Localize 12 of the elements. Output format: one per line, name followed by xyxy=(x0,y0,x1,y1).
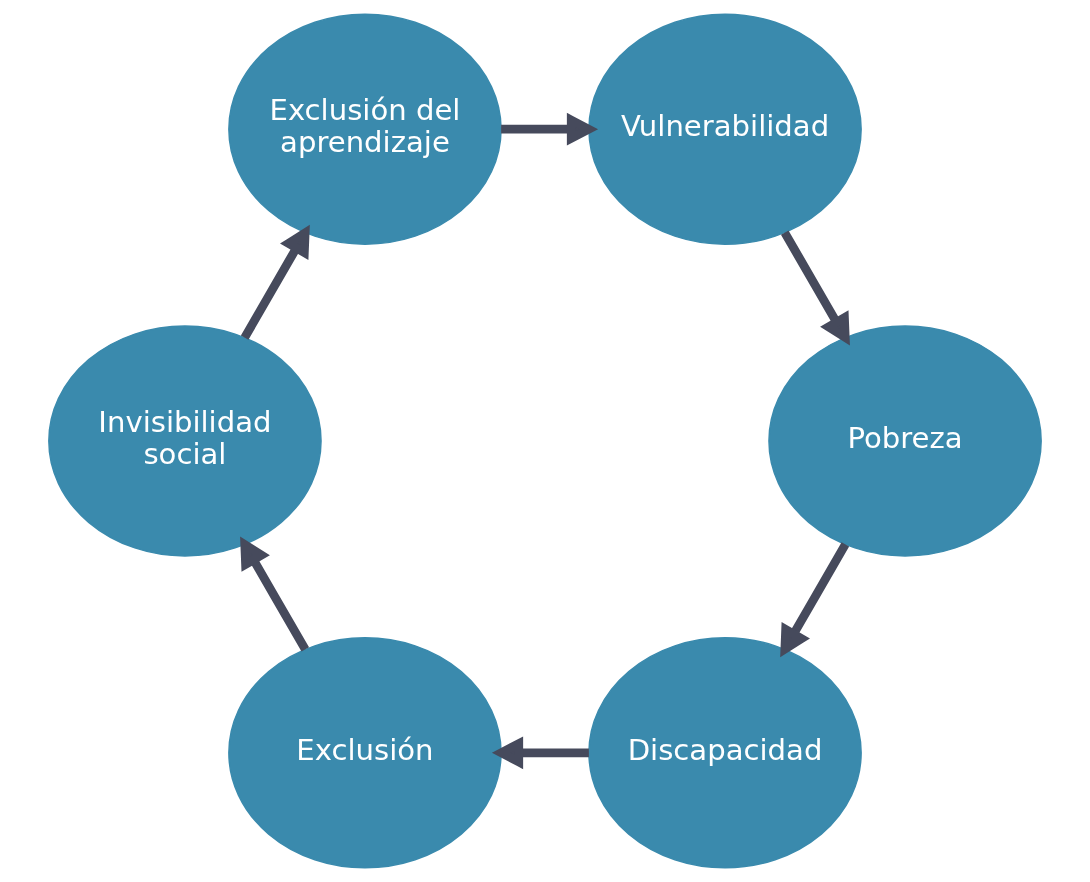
arrow xyxy=(780,230,850,346)
arrow xyxy=(240,224,310,340)
arrow xyxy=(501,112,599,146)
node-ellipse: Vulnerabilidad xyxy=(588,13,862,245)
node-ellipse: Pobreza xyxy=(768,325,1042,557)
node-ellipse: Exclusión del aprendizaje xyxy=(228,13,502,245)
arrow xyxy=(240,536,310,652)
arrow xyxy=(780,542,850,658)
node-ellipse: Exclusión xyxy=(228,637,502,869)
arrow xyxy=(491,736,589,770)
node-ellipse: Invisibilidad social xyxy=(48,325,322,557)
node-ellipse: Discapacidad xyxy=(588,637,862,869)
